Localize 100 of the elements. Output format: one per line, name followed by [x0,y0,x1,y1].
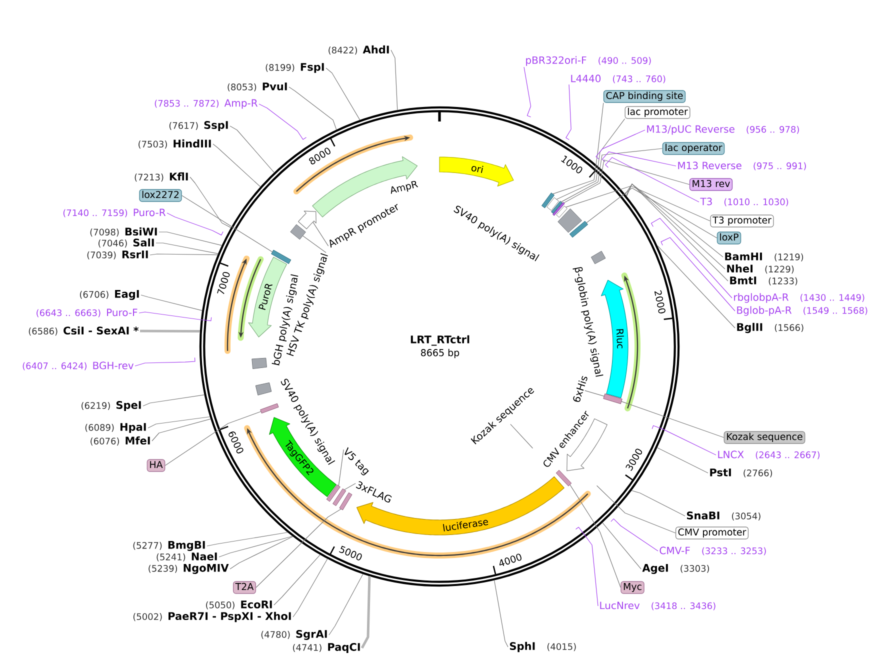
leader-line [390,50,398,111]
leader-line [344,483,356,490]
site-label: SnaBI (3054) [686,512,760,520]
tick-label: 4000 [499,554,522,566]
feature-arc [298,210,316,230]
label-box: lac promoter [624,106,690,119]
feature-block [260,403,279,414]
feature-block [546,197,560,211]
leader-line [164,411,262,466]
site-label: (6586) CsiI - SexAI * [28,326,139,336]
label-box: lox2272 [139,189,182,202]
leader-line [148,416,210,428]
leader-line [156,242,218,254]
leader-line [621,401,724,438]
site-label: (6076) MfeI [90,436,150,446]
feature-label: V5 tag [344,447,369,476]
site-label: (5277) BmgBI [133,541,205,551]
leader-line [556,118,626,200]
primer-label: (6407 .. 6424) BGH-rev [22,362,134,370]
label-box: CAP binding site [603,90,686,103]
plasmid-size: 8665 bp [421,348,460,358]
leader-line [566,84,572,140]
label-box: M13 rev [689,178,733,191]
site-label: BglII (1566) [737,322,804,334]
feature-label: 6xHis [573,376,588,402]
plasmid-name: LRT_RTctrl [410,335,470,346]
site-label: (5002) PaeR7I - PspXI - XhoI [133,612,291,622]
leader-line [631,490,686,516]
site-label: (7617) SspI [169,121,228,131]
leader-line [656,245,736,328]
leader-line [230,126,274,173]
feature-label: β-globin poly(A) signal [572,267,604,377]
leader-line [494,580,508,648]
tick-label: 6000 [228,432,244,454]
label-box: T3 promoter [710,214,774,228]
leader-line [605,157,700,202]
leader-line [602,151,676,166]
leader-line [524,66,532,118]
leader-line [596,485,676,534]
site-label: (5241) NaeI [156,552,217,562]
leader-line [570,484,621,588]
feature-block [541,192,555,208]
label-box: HA [146,459,166,472]
feature-block [569,220,588,238]
leader-line [596,130,646,160]
leader-line [206,532,288,546]
feature-block [339,492,352,510]
site-label: (5239) NgoMIV [148,564,229,574]
site-label: NheI (1229) [727,264,794,274]
leader-line [134,357,196,366]
site-label: BmtI (1233) [730,276,798,286]
label-box: loxP [716,232,742,244]
leader-line [152,418,211,442]
site-label: (7503) HindIII [138,139,211,149]
leader-line [610,518,658,552]
leader-line [624,184,724,258]
leader-line [190,176,232,228]
leader-line [256,508,342,588]
site-label: (6706) EagI [80,290,139,300]
primer-label: (7140 .. 7159) Puro-R [63,208,166,218]
site-label: (6219) SpeI [82,401,141,411]
primer-label: LucNrev (3418 .. 3436) [600,602,716,610]
leader-line [564,160,690,204]
feature-block [290,224,306,240]
leader-line [660,237,736,312]
leader-line [652,425,716,456]
primer-label: CMV-F (3233 .. 3253) [660,546,766,556]
leader-line [360,576,371,649]
leader-line [575,526,598,606]
site-label: SphI (4015) [510,642,576,652]
site-label: AgeI (3303) [642,564,710,574]
feature-block [326,484,340,502]
feature-block [271,250,292,264]
feature-block [332,488,346,506]
primer-label: L4440 (743 .. 760) [571,74,666,84]
leader-line [326,68,360,120]
site-label: (7213) KflI [134,172,188,182]
primer-label: M13 Reverse (975 .. 991) [678,162,806,170]
site-label: (7039) RsrII [87,250,148,260]
leader-line [650,218,732,298]
leader-line [230,536,294,570]
site-label: (8199) FspI [266,63,324,73]
leader-line [602,522,642,570]
primer-label: Bglob-pA-R (1549 .. 1568) [737,306,868,316]
leader-line [565,186,710,222]
leader-line [328,574,364,636]
site-label: BamHI (1219) [725,252,804,262]
leader-line [142,394,205,406]
label-box: Myc [620,581,644,594]
site-label: (7098) BsiWI [90,227,157,237]
site-label: (7046) SalI [98,238,154,248]
leader-line [656,447,708,474]
leader-line [140,294,202,311]
primer-label: LNCX (2643 .. 2667) [718,450,820,460]
feature-block [551,200,562,214]
feature-arc: ori [439,156,514,186]
leader-line [552,102,604,194]
site-label: (4741) PaqCI [293,643,360,653]
feature-block [556,470,572,486]
primer-label: M13/pUC Reverse (956 .. 978) [647,125,799,135]
